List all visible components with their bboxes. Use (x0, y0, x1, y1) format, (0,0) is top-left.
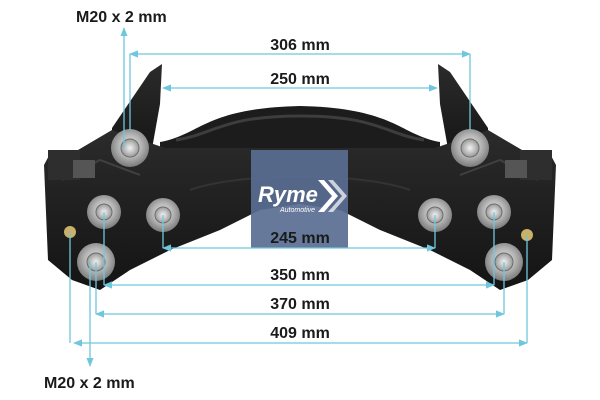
dim-245-label: 245 mm (270, 230, 330, 247)
dim-250-label: 250 mm (270, 71, 330, 88)
thread-spec-bottom-label: M20 x 2 mm (44, 375, 135, 392)
brand-chevron-icon (318, 180, 338, 212)
bridge-arch (160, 106, 440, 160)
brand-tagline: Automotive (279, 207, 315, 214)
brand-name: Ryme (258, 182, 318, 207)
carrier-body (44, 130, 556, 290)
dim-409-label: 409 mm (270, 325, 330, 342)
caliper-carrier (44, 64, 556, 290)
dim-350-label: 350 mm (270, 267, 330, 284)
dimension-lines (69, 27, 528, 367)
dim-370-label: 370 mm (270, 296, 330, 313)
thread-spec-top-label: M20 x 2 mm (76, 9, 167, 26)
brand-logo: Ryme Automotive (251, 150, 348, 248)
dim-306-label: 306 mm (270, 37, 330, 54)
